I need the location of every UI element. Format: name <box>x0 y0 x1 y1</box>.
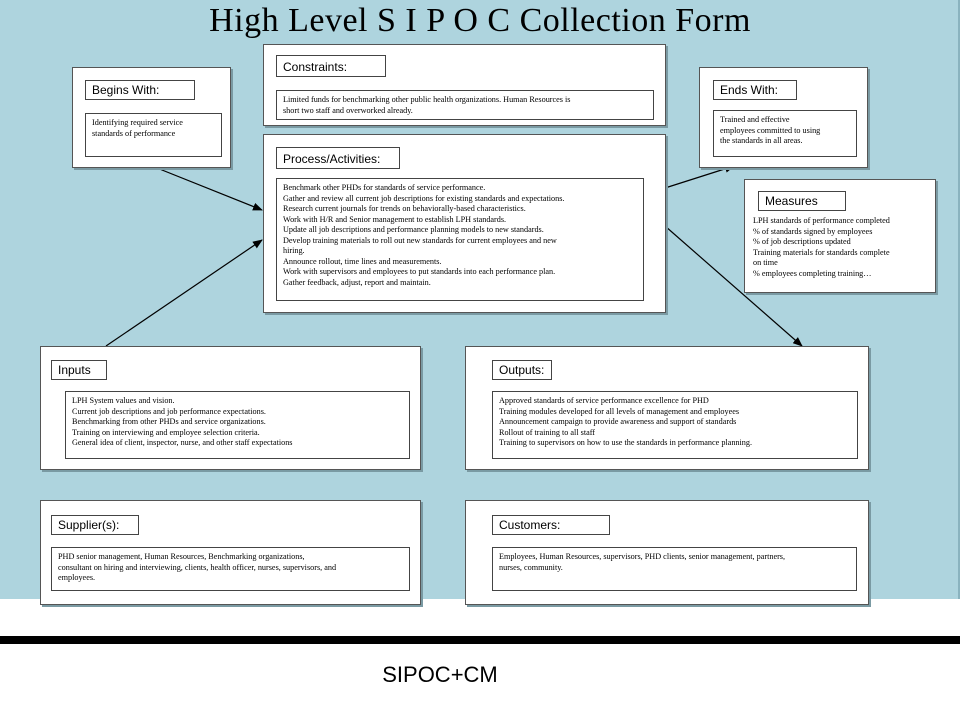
text-line: standards of performance <box>92 128 176 138</box>
text-line: Trained and effective <box>720 115 790 124</box>
text-line: LPH standards of performance completed <box>753 216 890 225</box>
text-line: General idea of client, inspector, nurse… <box>72 438 293 447</box>
text-line: Employees, Human Resources, supervisors,… <box>499 552 786 561</box>
divider-bar <box>0 636 960 644</box>
constraints-text: Limited funds for benchmarking other pub… <box>276 90 654 120</box>
text-line: Benchmark other PHDs for standards of se… <box>283 183 486 192</box>
page-title: High Level S I P O C Collection Form <box>209 2 751 39</box>
flow-arrows <box>105 164 803 347</box>
text-line: Current job descriptions and job perform… <box>72 406 266 416</box>
measures-panel: Measures LPH standards of performance co… <box>744 179 936 293</box>
text-line: Rollout of training to all staff <box>499 427 596 437</box>
text-line: consultant on hiring and interviewing, c… <box>58 562 337 572</box>
suppliers-text: PHD senior management, Human Resources, … <box>51 547 410 591</box>
text-line: Approved standards of service performanc… <box>499 396 709 405</box>
text-line: Benchmarking from other PHDs and service… <box>72 417 266 426</box>
text-line: Gather feedback, adjust, report and main… <box>283 277 431 287</box>
text-line: % employees completing training… <box>753 268 872 278</box>
process-panel: Process/Activities: Benchmark other PHDs… <box>263 134 666 313</box>
text-line: Training modules developed for all level… <box>499 406 740 416</box>
text-line: % of job descriptions updated <box>753 237 851 246</box>
text-line: Gather and review all current job descri… <box>283 193 565 203</box>
arrow-process-to-outputs <box>664 225 803 347</box>
ends-with-panel: Ends With: Trained and effective employe… <box>699 67 868 168</box>
text-line: Identifying required service <box>92 118 183 127</box>
text-line: Announce rollout, time lines and measure… <box>283 256 442 266</box>
outputs-panel: Outputs: Approved standards of service p… <box>465 346 869 470</box>
arrow-inputs-to-process <box>105 239 263 347</box>
measures-header: Measures <box>758 191 846 211</box>
text-line: hiring. <box>283 246 305 255</box>
text-line: LPH System values and vision. <box>72 396 175 405</box>
outputs-header: Outputs: <box>492 360 552 380</box>
text-line: short two staff and overworked already. <box>283 105 413 115</box>
constraints-panel: Constraints: Limited funds for benchmark… <box>263 44 666 126</box>
customers-header: Customers: <box>492 515 610 535</box>
text-line: PHD senior management, Human Resources, … <box>58 552 305 561</box>
text-line: on time <box>753 258 778 267</box>
inputs-header: Inputs <box>51 360 107 380</box>
inputs-text: LPH System values and vision. Current jo… <box>65 391 410 459</box>
inputs-panel: Inputs LPH System values and vision. Cur… <box>40 346 421 470</box>
arrow-begins-to-process <box>151 165 263 211</box>
begins-with-panel: Begins With: Identifying required servic… <box>72 67 231 168</box>
ends-with-text: Trained and effective employees committe… <box>713 110 857 157</box>
text-line: Training materials for standards complet… <box>753 247 890 257</box>
text-line: Announcement campaign to provide awarene… <box>499 417 737 426</box>
text-line: Develop training materials to roll out n… <box>283 235 557 245</box>
process-text: Benchmark other PHDs for standards of se… <box>276 178 644 301</box>
process-header: Process/Activities: <box>276 147 400 169</box>
customers-text: Employees, Human Resources, supervisors,… <box>492 547 857 591</box>
customers-panel: Customers: Employees, Human Resources, s… <box>465 500 869 605</box>
text-line: nurses, community. <box>499 562 563 572</box>
suppliers-panel: Supplier(s): PHD senior management, Huma… <box>40 500 421 605</box>
text-line: Work with H/R and Senior management to e… <box>283 214 507 224</box>
footer-label: SIPOC+CM <box>382 662 498 687</box>
text-line: Training to supervisors on how to use th… <box>499 438 753 447</box>
begins-with-header: Begins With: <box>85 80 195 100</box>
text-line: % of standards signed by employees <box>753 226 873 236</box>
text-line: Limited funds for benchmarking other pub… <box>283 95 571 104</box>
text-line: Research current journals for trends on … <box>283 204 526 213</box>
begins-with-text: Identifying required service standards o… <box>85 113 222 157</box>
suppliers-header: Supplier(s): <box>51 515 139 535</box>
arrow-process-to-ends <box>664 164 735 189</box>
constraints-header: Constraints: <box>276 55 386 77</box>
outputs-text: Approved standards of service performanc… <box>492 391 858 459</box>
measures-text: LPH standards of performance completed %… <box>749 214 932 290</box>
text-line: Work with supervisors and employees to p… <box>283 267 556 276</box>
text-line: employees. <box>58 573 96 582</box>
text-line: Training on interviewing and employee se… <box>72 427 260 437</box>
ends-with-header: Ends With: <box>713 80 797 100</box>
text-line: Update all job descriptions and performa… <box>283 225 544 234</box>
text-line: employees committed to using <box>720 125 821 135</box>
text-line: the standards in all areas. <box>720 136 803 145</box>
